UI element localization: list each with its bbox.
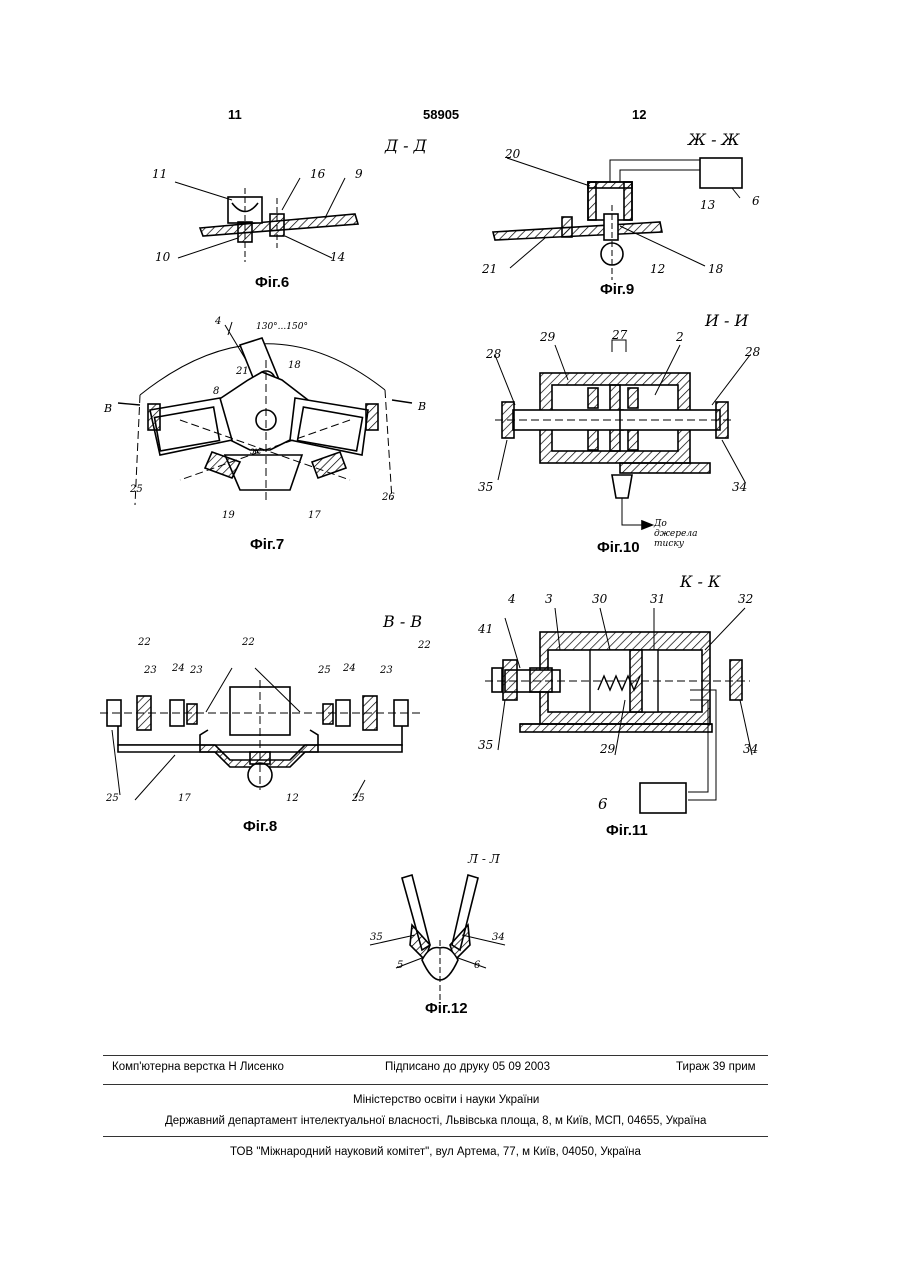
fig9-caption: Фіг.9 xyxy=(600,281,634,298)
fig10-label-28-left: 28 xyxy=(486,347,501,361)
fig6-section-label: Д - Д xyxy=(385,136,427,155)
footer-ministry: Міністерство освіти і науки України xyxy=(353,1094,539,1106)
fig10-label-2: 2 xyxy=(676,330,684,344)
fig8-label-25-c: 25 xyxy=(352,793,365,804)
fig7-caption: Фіг.7 xyxy=(250,536,284,553)
fig11-section-label: К - К xyxy=(680,572,720,591)
fig7-label-25: 25 xyxy=(130,484,143,495)
fig7-label-b-right: В xyxy=(418,400,426,413)
footer-publisher: ТОВ "Міжнародний науковий комітет", вул … xyxy=(230,1146,641,1158)
fig8-label-22-a: 22 xyxy=(138,637,151,648)
fig8-label-17: 17 xyxy=(178,793,191,804)
fig9-label-12: 12 xyxy=(650,262,665,276)
fig12-label-35: 35 xyxy=(370,932,383,943)
fig7-label-b-left: В xyxy=(104,402,112,415)
fig6-label-14: 14 xyxy=(330,250,345,264)
fig12-caption: Фіг.12 xyxy=(425,1000,468,1017)
fig12-label-6: 6 xyxy=(474,960,480,971)
footer-department: Державний департамент інтелектуальної вл… xyxy=(165,1115,706,1127)
fig6-label-9: 9 xyxy=(355,167,363,181)
fig7-label-19: 19 xyxy=(222,510,235,521)
fig8-caption: Фіг.8 xyxy=(243,818,277,835)
fig7-label-26: 26 xyxy=(382,492,395,503)
fig10-section-label: И - И xyxy=(705,311,748,330)
figure-10-drawing xyxy=(495,340,750,529)
fig7-label-17: 17 xyxy=(308,510,321,521)
fig7-label-zh: ж xyxy=(250,446,261,457)
fig11-label-3: 3 xyxy=(545,592,553,606)
fig12-section-label: Л - Л xyxy=(468,852,500,866)
fig11-label-29: 29 xyxy=(600,742,615,756)
fig7-label-18: 18 xyxy=(288,360,301,371)
fig9-label-13: 13 xyxy=(700,198,715,212)
fig11-label-30: 30 xyxy=(592,592,607,606)
fig9-label-6: 6 xyxy=(752,194,760,208)
fig8-label-22-c: 22 xyxy=(418,640,431,651)
fig7-label-4: 4 xyxy=(215,316,221,327)
fig11-label-4: 4 xyxy=(508,592,516,606)
fig6-label-10: 10 xyxy=(155,250,170,264)
fig11-label-41: 41 xyxy=(478,622,493,636)
footer-typesetting: Комп'ютерна верстка Н Лисенко xyxy=(112,1061,284,1073)
fig8-label-22-b: 22 xyxy=(242,637,255,648)
figure-8-drawing xyxy=(100,668,420,800)
fig11-label-32: 32 xyxy=(738,592,753,606)
fig10-label-34: 34 xyxy=(732,480,747,494)
fig7-label-angle: 130°...150° xyxy=(256,322,308,332)
footer-signed: Підписано до друку 05 09 2003 xyxy=(385,1061,550,1073)
fig11-label-31: 31 xyxy=(650,592,665,606)
fig8-label-24-b: 24 xyxy=(343,663,356,674)
fig7-label-21: 21 xyxy=(236,366,249,377)
fig11-label-34: 34 xyxy=(743,742,758,756)
fig8-label-25-a: 25 xyxy=(318,665,331,676)
fig6-caption: Фіг.6 xyxy=(255,274,289,291)
fig8-label-12: 12 xyxy=(286,793,299,804)
figure-9-drawing xyxy=(493,158,742,280)
fig10-pressure-note: До джерела тиску xyxy=(654,519,712,549)
fig8-label-23-c: 23 xyxy=(380,665,393,676)
fig6-label-11: 11 xyxy=(152,167,167,181)
figure-7-drawing xyxy=(118,322,412,505)
footer-circulation: Тираж 39 прим xyxy=(676,1061,756,1073)
figure-12-drawing xyxy=(370,875,505,1000)
fig8-label-25-b: 25 xyxy=(106,793,119,804)
fig10-caption: Фіг.10 xyxy=(597,539,640,556)
fig10-label-27: 27 xyxy=(612,328,627,342)
fig9-label-18: 18 xyxy=(708,262,723,276)
footer-divider-3 xyxy=(103,1136,768,1137)
fig10-label-29: 29 xyxy=(540,330,555,344)
figure-11-drawing xyxy=(485,608,752,813)
fig12-label-34: 34 xyxy=(492,932,505,943)
fig9-label-21: 21 xyxy=(482,262,497,276)
fig8-label-23-a: 23 xyxy=(144,665,157,676)
footer-divider-1 xyxy=(103,1055,768,1056)
footer-divider-2 xyxy=(103,1084,768,1085)
fig12-label-5: 5 xyxy=(397,960,403,971)
fig10-label-28-right: 28 xyxy=(745,345,760,359)
fig8-label-23-b: 23 xyxy=(190,665,203,676)
fig9-label-20: 20 xyxy=(505,147,520,161)
fig8-label-24-a: 24 xyxy=(172,663,185,674)
fig11-label-6: 6 xyxy=(598,795,608,813)
fig6-label-16: 16 xyxy=(310,167,325,181)
fig11-label-35: 35 xyxy=(478,738,493,752)
fig9-section-label: Ж - Ж xyxy=(688,130,740,149)
fig10-label-35: 35 xyxy=(478,480,493,494)
fig7-label-8: 8 xyxy=(213,386,219,397)
fig8-section-label: В - В xyxy=(383,612,422,631)
fig11-caption: Фіг.11 xyxy=(606,822,648,839)
